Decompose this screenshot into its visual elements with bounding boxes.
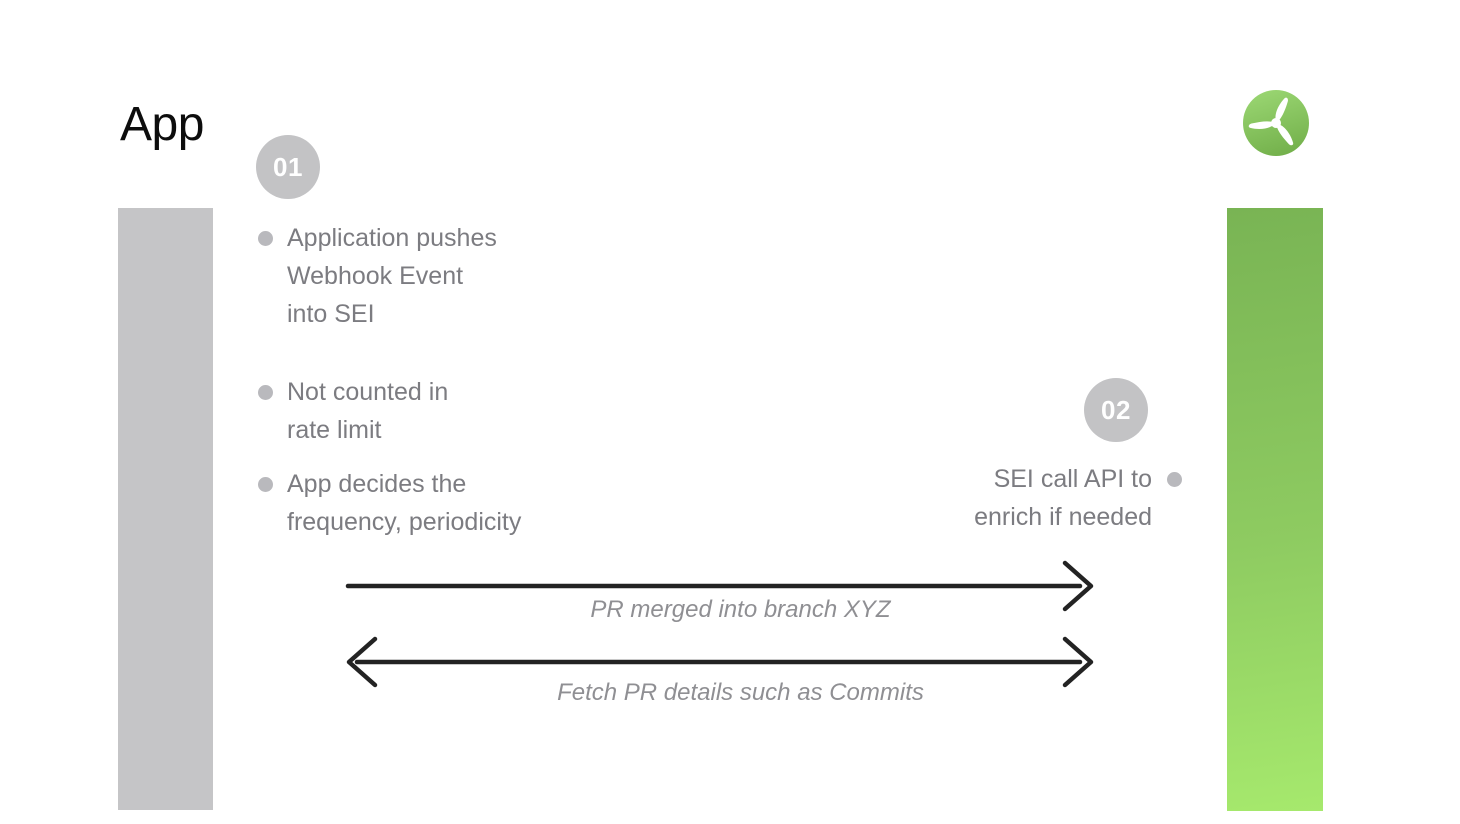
bullet-item: App decides the frequency, periodicity — [258, 465, 521, 541]
step-1-bullet-list: Application pushes Webhook Event into SE… — [258, 219, 521, 541]
bullet-text: App decides the frequency, periodicity — [287, 470, 522, 536]
bullet-text: Application pushes Webhook Event into SE… — [287, 224, 497, 328]
bullet-item: Application pushes Webhook Event into SE… — [258, 219, 521, 333]
step-2-note: SEI call API to enrich if needed — [974, 465, 1152, 531]
page-title: App — [120, 98, 204, 151]
forward-arrow-label: PR merged into branch XYZ — [590, 596, 891, 623]
step-2-badge: 02 — [1084, 378, 1148, 442]
backward-arrow-label: Fetch PR details such as Commits — [557, 679, 924, 706]
bullet-text: Not counted in rate limit — [287, 378, 449, 444]
step-1-badge: 01 — [256, 135, 320, 199]
bullet-dot-icon — [258, 385, 273, 400]
bullet-dot-icon — [258, 231, 273, 246]
bullet-dot-icon — [1167, 472, 1182, 487]
bullet-item: Not counted in rate limit — [258, 373, 521, 449]
app-lane-bar — [118, 208, 213, 810]
propeller-logo-icon — [1243, 90, 1309, 156]
bullet-dot-icon — [258, 477, 273, 492]
sei-lane-bar — [1227, 208, 1323, 811]
